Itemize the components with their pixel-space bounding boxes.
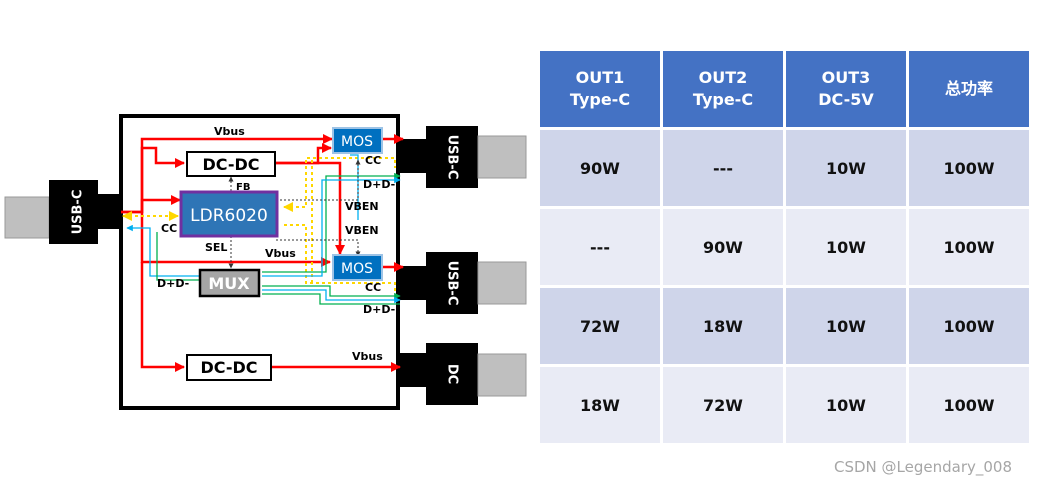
mos-top-block: MOS [332,127,383,154]
mos-top-label: MOS [341,134,373,150]
dcdc-top-block: DC-DC [186,151,276,177]
table-row: 18W 72W 10W 100W [540,367,1029,443]
output-usb-c-connector-1: USB-C [398,126,527,188]
table-cell: 100W [909,130,1029,206]
output-port-label-2: USB-C [445,261,460,306]
cc-lines [122,157,396,292]
watermark: CSDN @Legendary_008 [834,458,1013,476]
table-cell: 18W [663,288,783,364]
controller-label: LDR6020 [190,206,268,226]
vbus-top-label: Vbus [214,125,245,138]
table-cell: 90W [540,130,660,206]
dcdc-bottom-label: DC-DC [200,358,257,377]
table-cell: 100W [909,288,1029,364]
table-cell: 10W [786,288,906,364]
header-total-power: 总功率 [909,51,1029,127]
cc-mid-label: CC [365,281,381,294]
control-lines [228,159,361,269]
input-usb-c-connector: USB-C [4,180,121,244]
mos-mid-label: MOS [341,261,373,277]
output-port-label-3: DC [445,364,460,384]
dcdc-bottom-block: DC-DC [186,354,272,381]
table-cell: --- [540,209,660,285]
table-cell: 10W [786,367,906,443]
table-row: 72W 18W 10W 100W [540,288,1029,364]
vben-top-label: VBEN [345,200,379,213]
dpdm-top-label: D+D- [363,178,395,191]
table-cell: 72W [540,288,660,364]
cc-top-label: CC [365,154,381,167]
vbus-mid-label: Vbus [265,247,296,260]
dpdm-mid-label: D+D- [363,303,395,316]
table-cell: --- [663,130,783,206]
mux-label: MUX [208,274,250,293]
controller-block: LDR6020 [179,190,279,238]
vbus-bottom-label: Vbus [352,350,383,363]
table-row: --- 90W 10W 100W [540,209,1029,285]
table-row: 90W --- 10W 100W [540,130,1029,206]
table-cell: 10W [786,130,906,206]
dpdm-mux-label: D+D- [157,277,189,290]
table-cell: 90W [663,209,783,285]
output-dc-connector: DC [398,343,527,405]
data-lines [126,154,401,305]
fb-label: FB [236,182,250,193]
vben-mid-label: VBEN [345,224,379,237]
table-cell: 18W [540,367,660,443]
output-usb-c-connector-2: USB-C [398,252,527,314]
block-diagram: USB-C USB-C USB-C DC [4,114,527,410]
sel-label: SEL [205,241,227,254]
table-cell: 100W [909,209,1029,285]
table-cell: 100W [909,367,1029,443]
cc-left-label: CC [161,222,177,235]
mos-mid-block: MOS [332,254,383,281]
output-port-label-1: USB-C [445,135,460,180]
table-cell: 72W [663,367,783,443]
mux-block: MUX [198,268,261,298]
dcdc-top-label: DC-DC [202,155,259,174]
input-port-label: USB-C [71,190,86,235]
table-cell: 10W [786,209,906,285]
